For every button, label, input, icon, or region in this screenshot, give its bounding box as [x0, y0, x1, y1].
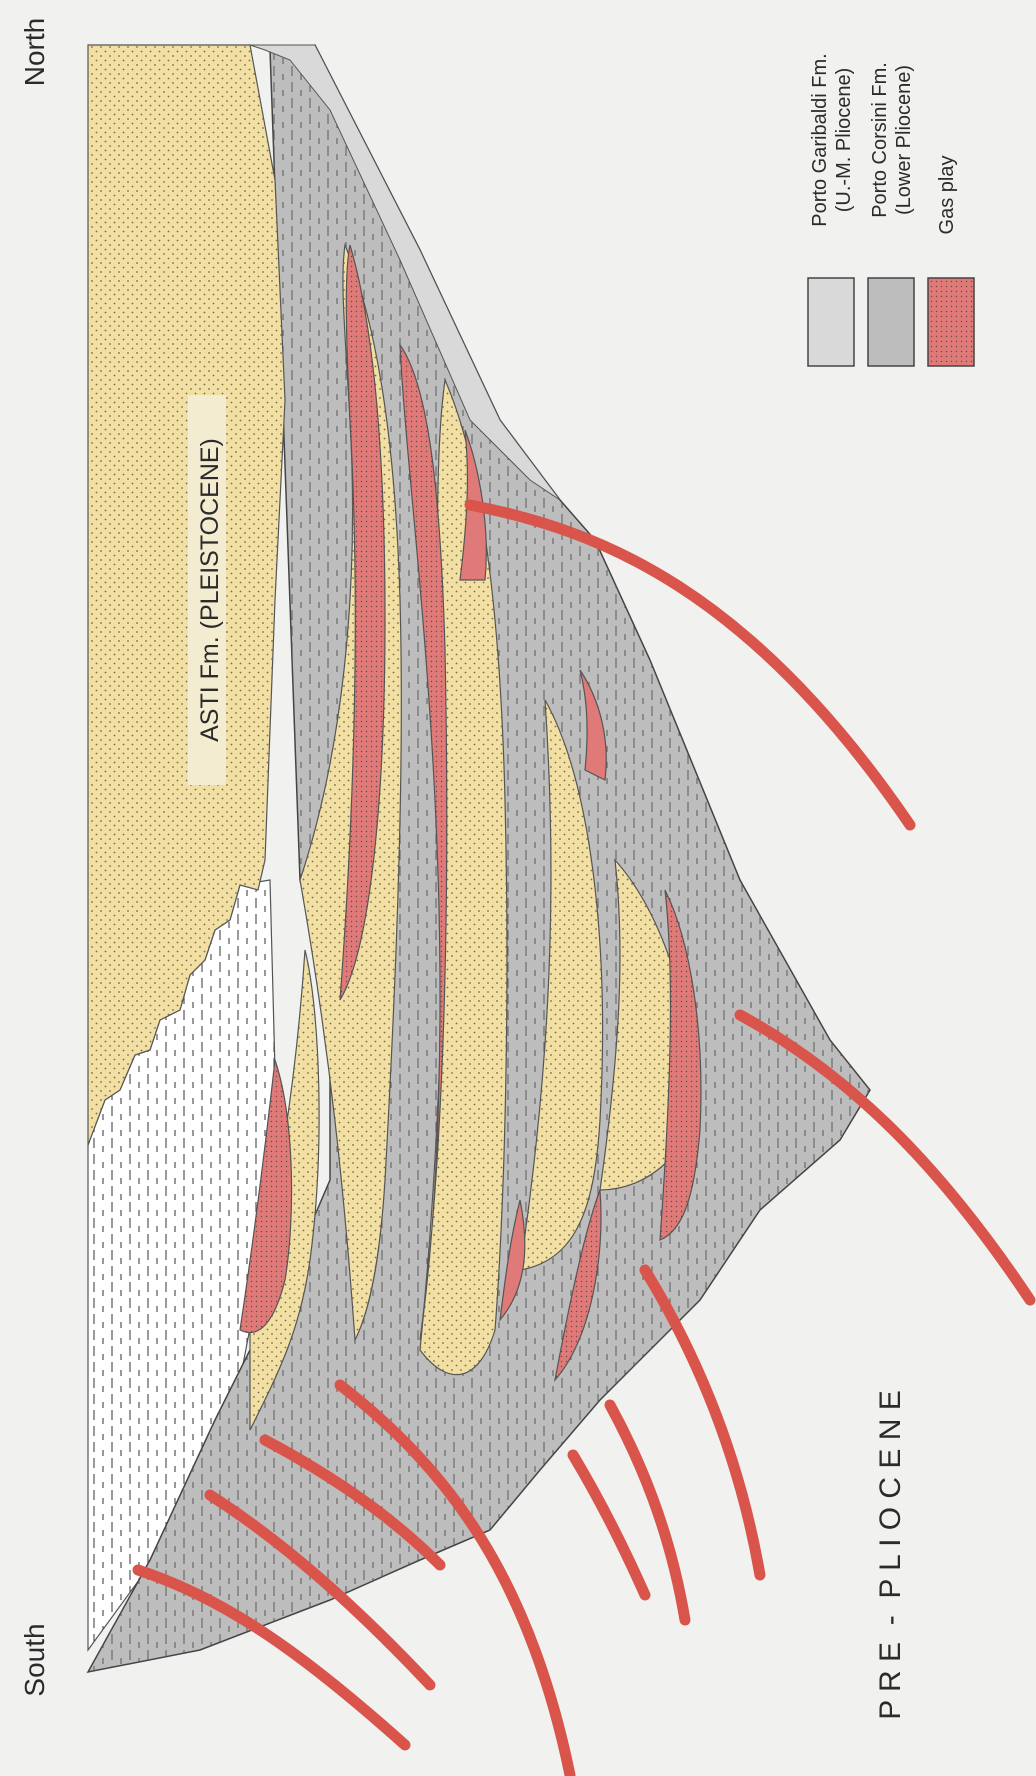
asti-label-group: ASTI Fm. (PLEISTOCENE): [188, 395, 226, 785]
legend-porto-garibaldi-line2: (U.-M. Pliocene): [833, 68, 855, 212]
fault-line: [573, 1455, 645, 1595]
legend-swatch-porto-corsini: [868, 278, 914, 366]
legend-porto-corsini-line2: (Lower Pliocene): [893, 65, 915, 215]
legend: Porto Garibaldi Fm. (U.-M. Pliocene) Por…: [808, 53, 974, 366]
legend-swatch-porto-garibaldi: [808, 278, 854, 366]
legend-porto-garibaldi-line1: Porto Garibaldi Fm.: [809, 53, 831, 226]
pre-pliocene-label: P R E - P L I O C E N E: [874, 1390, 907, 1720]
south-label: South: [19, 1623, 50, 1696]
asti-formation-label: ASTI Fm. (PLEISTOCENE): [196, 438, 224, 742]
legend-porto-corsini-line1: Porto Corsini Fm.: [869, 62, 891, 218]
north-label: North: [19, 18, 50, 86]
legend-gas-play-label: Gas play: [936, 156, 958, 235]
